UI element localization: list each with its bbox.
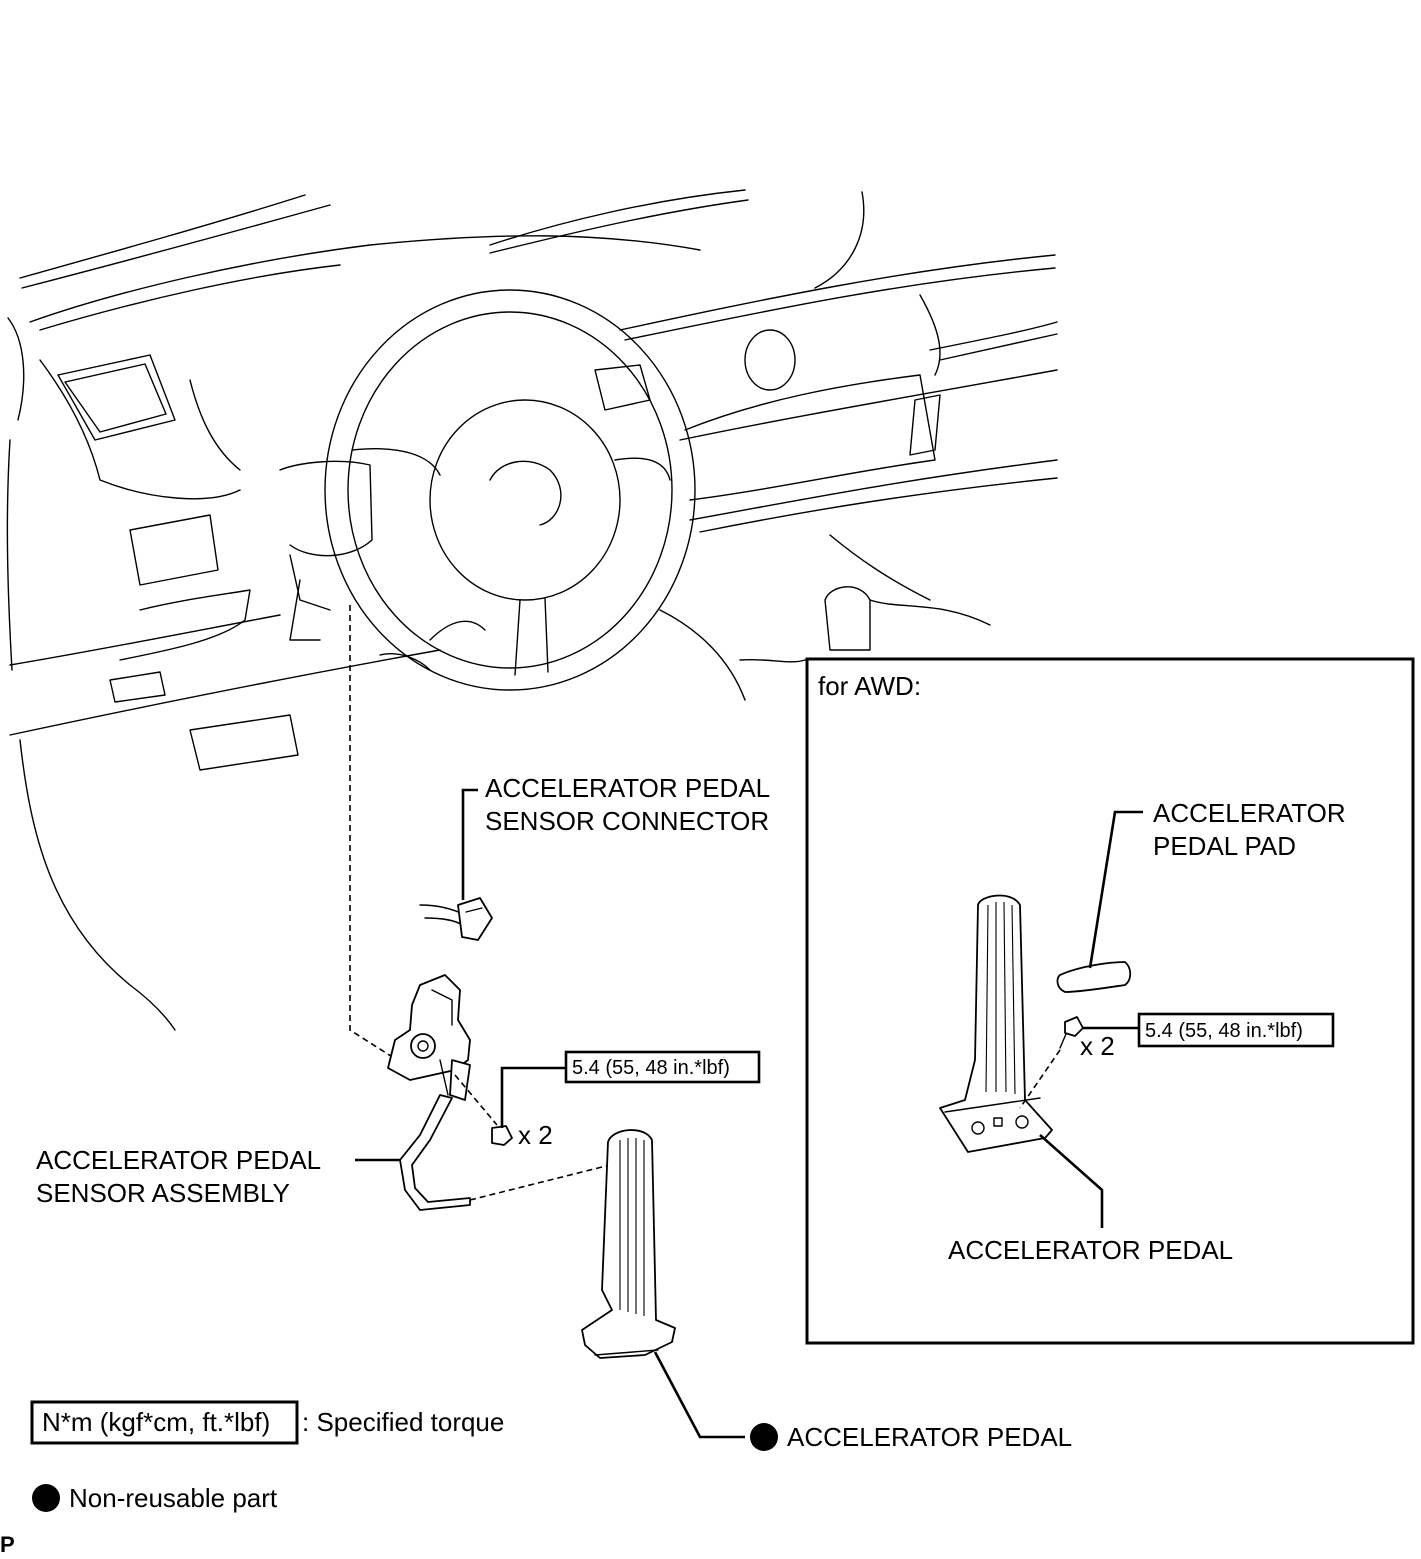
pedal-pad-part [1056, 961, 1132, 993]
torque-qty-main: x 2 [518, 1120, 553, 1150]
legend-nonreusable-text: Non-reusable part [69, 1483, 278, 1513]
connector-leader [461, 788, 478, 900]
pedal-label-awd: ACCELERATOR PEDAL [948, 1235, 1233, 1265]
awd-bolt [1059, 1016, 1084, 1049]
awd-pedal-part [939, 894, 1053, 1153]
arm-to-pedal-dash [469, 1164, 611, 1201]
connector-label-line2: SENSOR CONNECTOR [485, 806, 769, 836]
sensor-assembly-part [387, 974, 471, 1211]
pedal-label-main: ACCELERATOR PEDAL [787, 1422, 1072, 1452]
assembly-label-line2: SENSOR ASSEMBLY [36, 1178, 290, 1208]
bolt-dash-line [454, 1074, 498, 1126]
awd-pedal-leader [1039, 1134, 1104, 1228]
corner-mark: P [0, 1532, 15, 1557]
dashboard-illustration [6, 189, 1058, 1031]
pedal-leader-main [653, 1351, 745, 1439]
torque-spec-main: 5.4 (55, 48 in.*lbf) [564, 1050, 761, 1084]
legend-torque-units: N*m (kgf*cm, ft.*lbf) [42, 1407, 270, 1437]
assembly-label-line1: ACCELERATOR PEDAL [36, 1145, 321, 1175]
dash-guide-line [349, 605, 406, 1066]
pad-label-line2: PEDAL PAD [1153, 831, 1296, 861]
awd-inset: for AWD: 5.4 (55, 48 in.*lbf) x 2 [805, 657, 1415, 1345]
legend-torque-desc: : Specified torque [302, 1407, 504, 1437]
awd-title: for AWD: [818, 671, 921, 701]
awd-bolt-dash [1019, 1049, 1061, 1109]
sensor-connector-part [419, 897, 493, 941]
connector-label-line1: ACCELERATOR PEDAL [485, 773, 770, 803]
torque-qty-awd: x 2 [1080, 1031, 1115, 1061]
legend: N*m (kgf*cm, ft.*lbf) : Specified torque… [30, 1400, 504, 1513]
mounting-nut [491, 1125, 513, 1146]
pad-leader [1088, 810, 1143, 969]
legend-nonreusable-marker [32, 1484, 60, 1512]
torque-value-main: 5.4 (55, 48 in.*lbf) [572, 1057, 730, 1079]
accelerator-pedal-part [581, 1129, 676, 1359]
torque-leader-main [500, 1066, 567, 1128]
pad-label-line1: ACCELERATOR [1153, 798, 1346, 828]
nonreusable-marker [750, 1423, 778, 1451]
torque-value-awd: 5.4 (55, 48 in.*lbf) [1145, 1020, 1303, 1042]
